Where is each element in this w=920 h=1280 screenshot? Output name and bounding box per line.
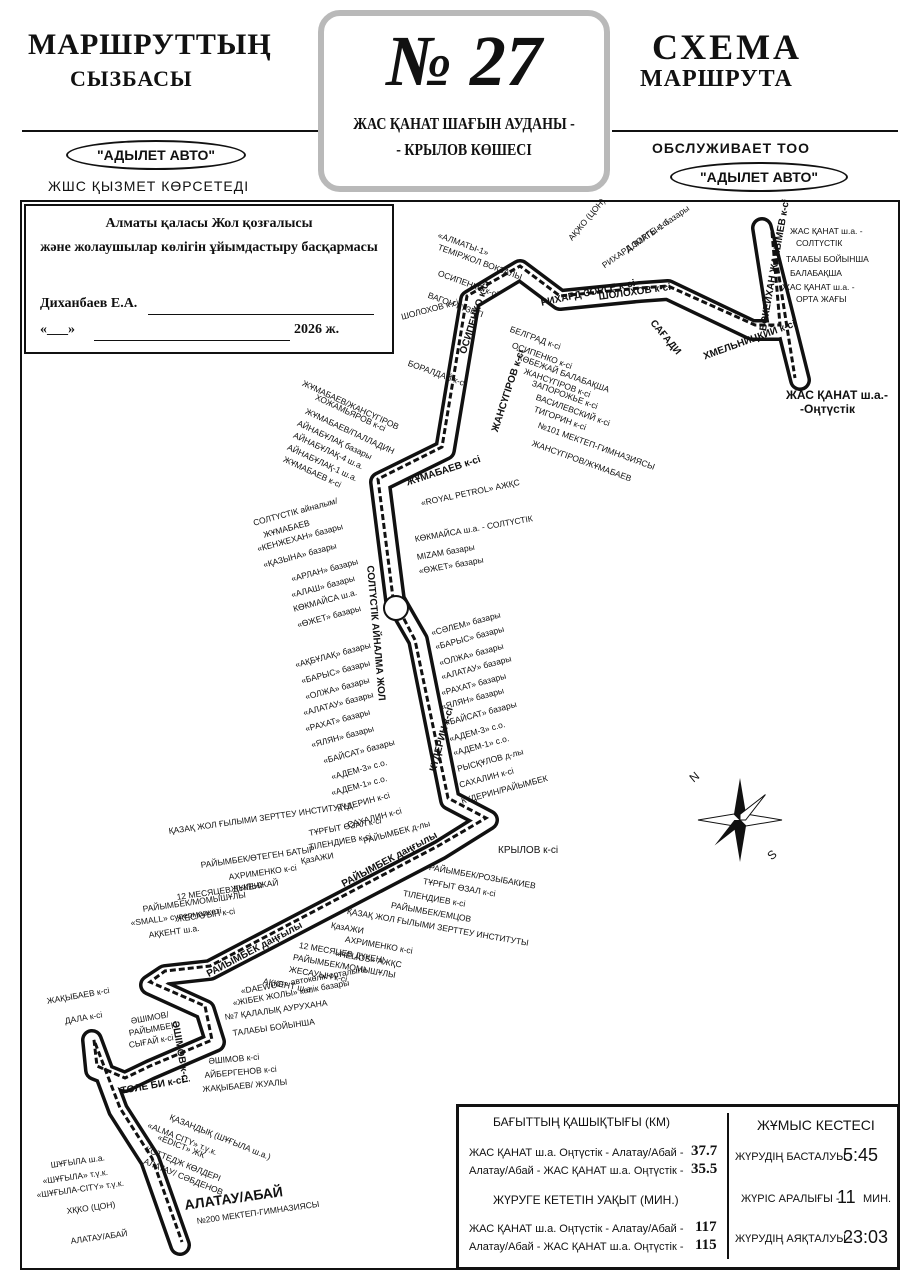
signature-line (148, 314, 374, 315)
street-label-7: ЖҰМАБАЕВ к-сі (405, 454, 483, 489)
end-label: ЖҮРУДІҢ АЯҚТАЛУЫ - (735, 1233, 853, 1245)
start-stop-label-4: ЖАС ҚАНАТ ш.а. - (782, 282, 855, 292)
time-row-1-label: ЖАС ҚАНАТ ш.а. Оңтүстік - Алатау/Абай - (469, 1223, 684, 1235)
date-line (94, 340, 290, 341)
route-corridor-inner (84, 220, 808, 1253)
street-label-3: САҒАДИ (647, 318, 683, 358)
start-stop-label-5: ОРТА ЖАҒЫ (796, 294, 847, 304)
start-stop-label-0: ЖАС ҚАНАТ ш.а. - (790, 226, 863, 236)
approval-date-suffix: 2026 ж. (294, 322, 340, 337)
route-line (92, 231, 797, 1243)
stop-south-5: ӘШІМОВ к-сі (208, 1051, 260, 1066)
stop-right-0: АҚЖО (ЦОН) (566, 196, 607, 243)
approval-box: Алматы қаласы Жол қозғалысы және жолаушы… (24, 204, 394, 354)
stop-right-2: АЛМАТЫ-1 базары (624, 203, 692, 255)
interval-unit: МИН. (863, 1193, 892, 1205)
start-stop-label-1: СОЛТҮСТІК (796, 238, 843, 248)
stop-right-12: «ROYAL PETROL» АЖҚС (420, 477, 521, 508)
schedule-title: ЖҰМЫС КЕСТЕСІ (757, 1117, 875, 1133)
terminal-start-2: -Оңтүстік (800, 402, 856, 416)
carrier-caption-right: ОБСЛУЖИВАЕТ ТОО (652, 140, 811, 156)
carrier-oval-right: "АДЫЛЕТ АВТО" (670, 162, 848, 192)
stop-left-5: БОРАЛДАЙ к-сі (406, 358, 468, 389)
stop-right-13: КӨКМАЙСА ш.а. - СОЛТҮСТІК (414, 513, 534, 544)
approval-date-prefix: «___» (40, 322, 75, 337)
approval-signer: Диханбаев Е.А. (40, 296, 138, 311)
street-label-5: БӨКЕЙХАН ЖАЛЫМЕВ к-сі (758, 198, 793, 332)
stop-raiymbek-n-4: РАЙЫМБЕК/ӨТЕГЕН БАТЫР (200, 843, 316, 870)
stop-south-0: ЖАҚЫБАЕВ к-сі (46, 984, 111, 1006)
time-row-1-value: 117 (695, 1219, 717, 1235)
time-title: ЖҮРУГЕ КЕТЕТІН УАҚЫТ (МИН.) (493, 1193, 679, 1207)
stop-south-17: АЛАТАУ/АБАЙ (70, 1228, 129, 1246)
start-stop-label-3: БАЛАБАҚША (790, 268, 842, 278)
header-rule-left (22, 130, 322, 132)
right-title-2: МАРШРУТА (640, 66, 793, 92)
distance-row-1-label: ЖАС ҚАНАТ ш.а. Оңтүстік - Алатау/Абай - (469, 1147, 684, 1159)
time-row-2-value: 115 (695, 1237, 717, 1253)
distance-title: БАҒЫТТЫҢ ҚАШЫҚТЫҒЫ (КМ) (493, 1115, 671, 1129)
info-box: БАҒЫТТЫҢ ҚАШЫҚТЫҒЫ (КМ) ЖАС ҚАНАТ ш.а. О… (456, 1104, 900, 1270)
stop-raiymbek-s-5: ҚазАЖИ (330, 920, 365, 936)
approval-org-1: Алматы қаласы Жол қозғалысы (105, 216, 313, 231)
route-number: № 27 (386, 21, 542, 101)
interval-label: ЖҮРІС АРАЛЫҒЫ - (741, 1193, 840, 1205)
start-value: 5:45 (843, 1145, 879, 1165)
terminal-start-1: ЖАС ҚАНАТ ш.а.- (786, 388, 888, 402)
carrier-oval-left: "АДЫЛЕТ АВТО" (66, 140, 246, 170)
distance-row-2-label: Алатау/Абай - ЖАС ҚАНАТ ш.а. Оңтүстік - (469, 1165, 684, 1177)
right-title-1: СХЕМА (652, 27, 803, 67)
route-road-inner (84, 220, 808, 1253)
carrier-caption-left: ЖШС ҚЫЗМЕТ КӨРСЕТЕДІ (48, 178, 250, 194)
interval-value: 11 (837, 1187, 856, 1207)
left-title-2: СЫЗБАСЫ (70, 66, 193, 91)
info-divider (727, 1113, 729, 1259)
street-label-4: ХМЕЛЬНИЦКИЙ к-сі (702, 318, 798, 363)
left-title-1: МАРШРУТТЫҢ (28, 28, 272, 61)
stop-south-1: ДАЛА к-сі (64, 1009, 104, 1026)
header-rule-right (612, 130, 898, 132)
stop-raiymbek-n-11: АҚКЕНТ ш.а. (148, 922, 201, 940)
stop-south-7: ЖАҚЫБАЕВ/ ЖУАЛЫ (202, 1076, 288, 1094)
end-value: 23:03 (843, 1227, 889, 1247)
start-stop-label-2: ТАЛАБЫ БОЙЫНША (786, 254, 869, 264)
distance-row-2-value: 35.5 (691, 1161, 718, 1177)
route-number-box: № 27 ЖАС ҚАНАТ ШАҒЫН АУДАНЫ - - КРЫЛОВ К… (318, 10, 610, 192)
stop-south-16: ХҚКО (ЦОН) (66, 1199, 116, 1216)
distance-row-1-value: 37.7 (691, 1143, 718, 1159)
approval-org-2: және жолаушылар көлігін ұйымдастыру басқ… (40, 240, 378, 255)
terminal-mid: КРЫЛОВ к-сі (498, 845, 559, 856)
roundabout (383, 595, 409, 621)
route-path (92, 231, 797, 1243)
route-name-1: ЖАС ҚАНАТ ШАҒЫН АУДАНЫ - (353, 114, 575, 133)
route-name-2: - КРЫЛОВ КӨШЕСІ (396, 140, 532, 159)
compass-rose-icon (697, 778, 783, 862)
street-label-13: ТӨЛЕ БИ к-сі (120, 1074, 186, 1097)
start-label: ЖҮРУДІҢ БАСТАЛУЫ - (735, 1151, 853, 1163)
stop-raiymbek-s-15: ТАЛАБЫ БОЙЫНША (232, 1016, 316, 1038)
time-row-2-label: Алатау/Абай - ЖАС ҚАНАТ ш.а. Оңтүстік - (469, 1241, 684, 1253)
